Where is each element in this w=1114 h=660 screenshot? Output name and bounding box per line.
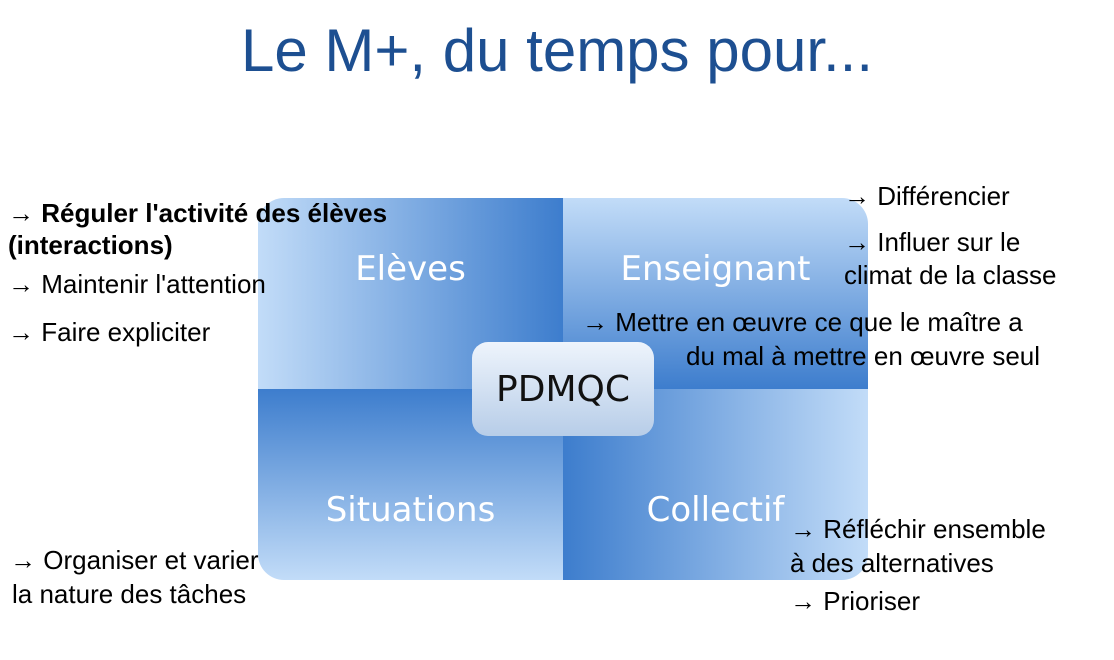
quadrant-label: Collectif: [646, 489, 785, 530]
note: du mal à mettre en œuvre seul: [686, 341, 1041, 371]
note: la nature des tâches: [12, 579, 247, 609]
note: → Influer sur le: [844, 227, 1021, 257]
note: → Différencier: [844, 181, 1010, 211]
note: → Organiser et varier: [10, 545, 259, 575]
center-box: PDMQC: [472, 342, 654, 436]
slide-title: Le M+, du temps pour...: [240, 17, 874, 84]
note: à des alternatives: [790, 548, 994, 578]
quadrant-label: Elèves: [355, 248, 466, 289]
note: → Maintenir l'attention: [8, 269, 266, 299]
note: → Faire expliciter: [8, 317, 211, 347]
note: (interactions): [8, 230, 173, 260]
quadrant-situations: Situations: [258, 389, 563, 580]
note: → Mettre en œuvre ce que le maître a: [582, 307, 1023, 337]
quadrant-label: Enseignant: [620, 248, 811, 289]
quadrant-eleves: Elèves: [258, 198, 563, 389]
note: → Réfléchir ensemble: [790, 514, 1046, 544]
quadrant-label: Situations: [325, 489, 496, 530]
note: → Prioriser: [790, 586, 921, 616]
note: climat de la classe: [844, 260, 1057, 290]
note: → Réguler l'activité des élèves: [8, 198, 388, 228]
